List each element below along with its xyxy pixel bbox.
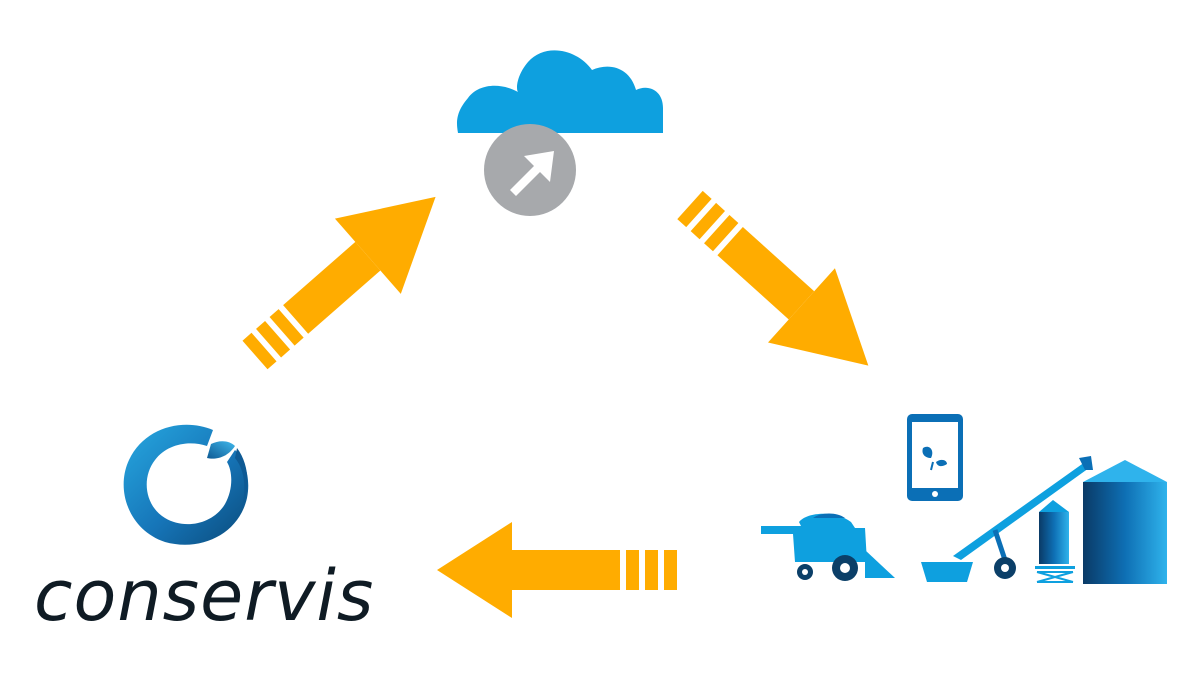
conservis-logo-icon xyxy=(123,424,249,545)
cloud-node xyxy=(450,40,670,216)
combine-harvester-icon xyxy=(761,513,895,581)
grain-bin-icon xyxy=(1083,460,1167,584)
cloud-icon xyxy=(457,50,663,133)
farm-node xyxy=(755,410,1175,590)
cloud-sync-icon xyxy=(457,50,663,216)
farm-equipment-icons xyxy=(761,414,1167,584)
tablet-icon xyxy=(907,414,963,501)
grain-auger-icon xyxy=(921,456,1093,582)
conservis-wordmark: conservis xyxy=(34,555,375,637)
small-bin-icon xyxy=(1035,500,1075,583)
conservis-logo xyxy=(115,418,255,553)
arrow-up-right-icon xyxy=(510,151,554,196)
